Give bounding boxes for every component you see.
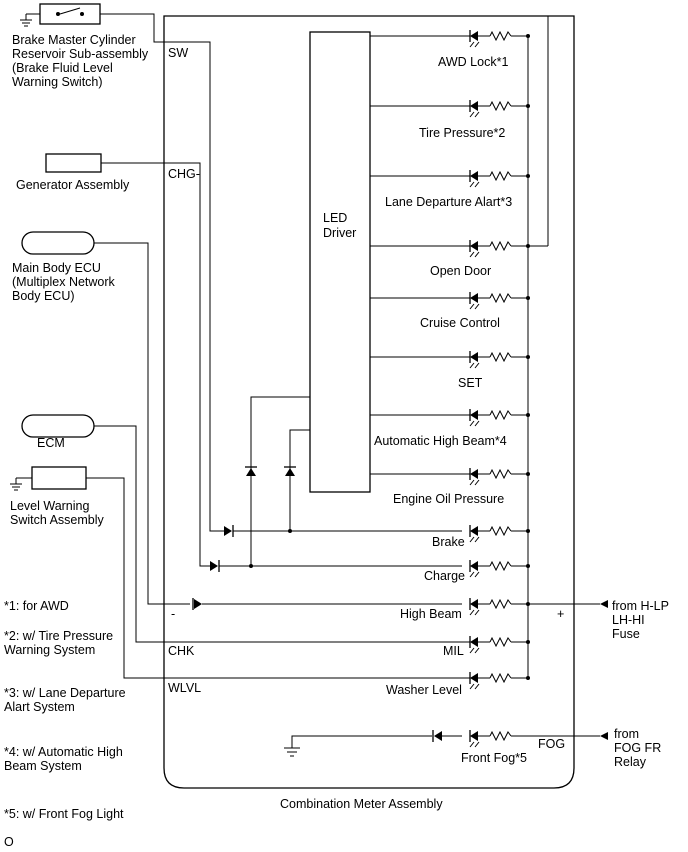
brake-switch-symbol (20, 3, 101, 27)
generator-label: Generator Assembly (16, 178, 130, 192)
note-1: *1: for AWD (4, 599, 69, 613)
ecm-box (21, 414, 95, 438)
label-open-door: Open Door (430, 264, 491, 278)
label-high-beam: High Beam (400, 607, 462, 621)
label-tire-pressure: Tire Pressure*2 (419, 126, 505, 140)
right-bus (527, 16, 600, 737)
led-open-door (370, 240, 530, 258)
external-wiring (86, 13, 224, 679)
arrow-h-lp (600, 600, 608, 608)
label-set: SET (458, 376, 483, 390)
terminal-sw: SW (168, 46, 188, 60)
combination-meter-outline (163, 15, 575, 789)
led-engine-oil (370, 468, 530, 486)
footer-mark: O (4, 835, 14, 849)
label-cruise-control: Cruise Control (420, 316, 500, 330)
led-lane-departure (370, 170, 530, 188)
led-front-fog (469, 730, 528, 748)
label-awd-lock: AWD Lock*1 (438, 55, 508, 69)
led-auto-high-beam (370, 409, 530, 427)
note-5: *5: w/ Front Fog Light (4, 807, 124, 821)
terminal-chg: CHG- (168, 167, 200, 181)
level-switch-symbol (10, 466, 87, 491)
label-charge: Charge (424, 569, 465, 583)
driver-diodes (245, 396, 310, 568)
label-washer-level: Washer Level (386, 683, 462, 697)
ecm-label: ECM (37, 436, 65, 450)
label-engine-oil: Engine Oil Pressure (393, 492, 504, 506)
led-set (370, 351, 530, 369)
led-mil (164, 636, 530, 654)
led-indicator-rows (164, 30, 530, 748)
led-cruise-control (370, 292, 530, 310)
label-brake: Brake (432, 535, 465, 549)
led-washer-level (164, 672, 530, 690)
label-front-fog: Front Fog*5 (461, 751, 527, 765)
terminal-minus: - (171, 607, 175, 621)
generator-box (45, 153, 102, 173)
led-tire-pressure (370, 100, 530, 118)
label-auto-high-beam: Automatic High Beam*4 (374, 434, 507, 448)
label-lane-departure: Lane Departure Alart*3 (385, 195, 512, 209)
fog-ground (284, 730, 462, 757)
meter-label: Combination Meter Assembly (280, 797, 443, 811)
label-mil: MIL (443, 644, 464, 658)
led-awd-lock (370, 30, 530, 48)
terminal-fog: FOG (538, 737, 565, 751)
led-driver-box (309, 31, 371, 493)
arrow-fog-relay (600, 732, 608, 740)
input-diodes (192, 525, 462, 610)
led-charge (469, 560, 530, 578)
terminal-wlvl: WLVL (168, 681, 201, 695)
terminal-plus: + (557, 607, 564, 621)
led-brake (469, 525, 530, 543)
terminal-chk: CHK (168, 644, 195, 658)
main-body-ecu-box (21, 231, 95, 255)
led-high-beam (469, 598, 530, 616)
